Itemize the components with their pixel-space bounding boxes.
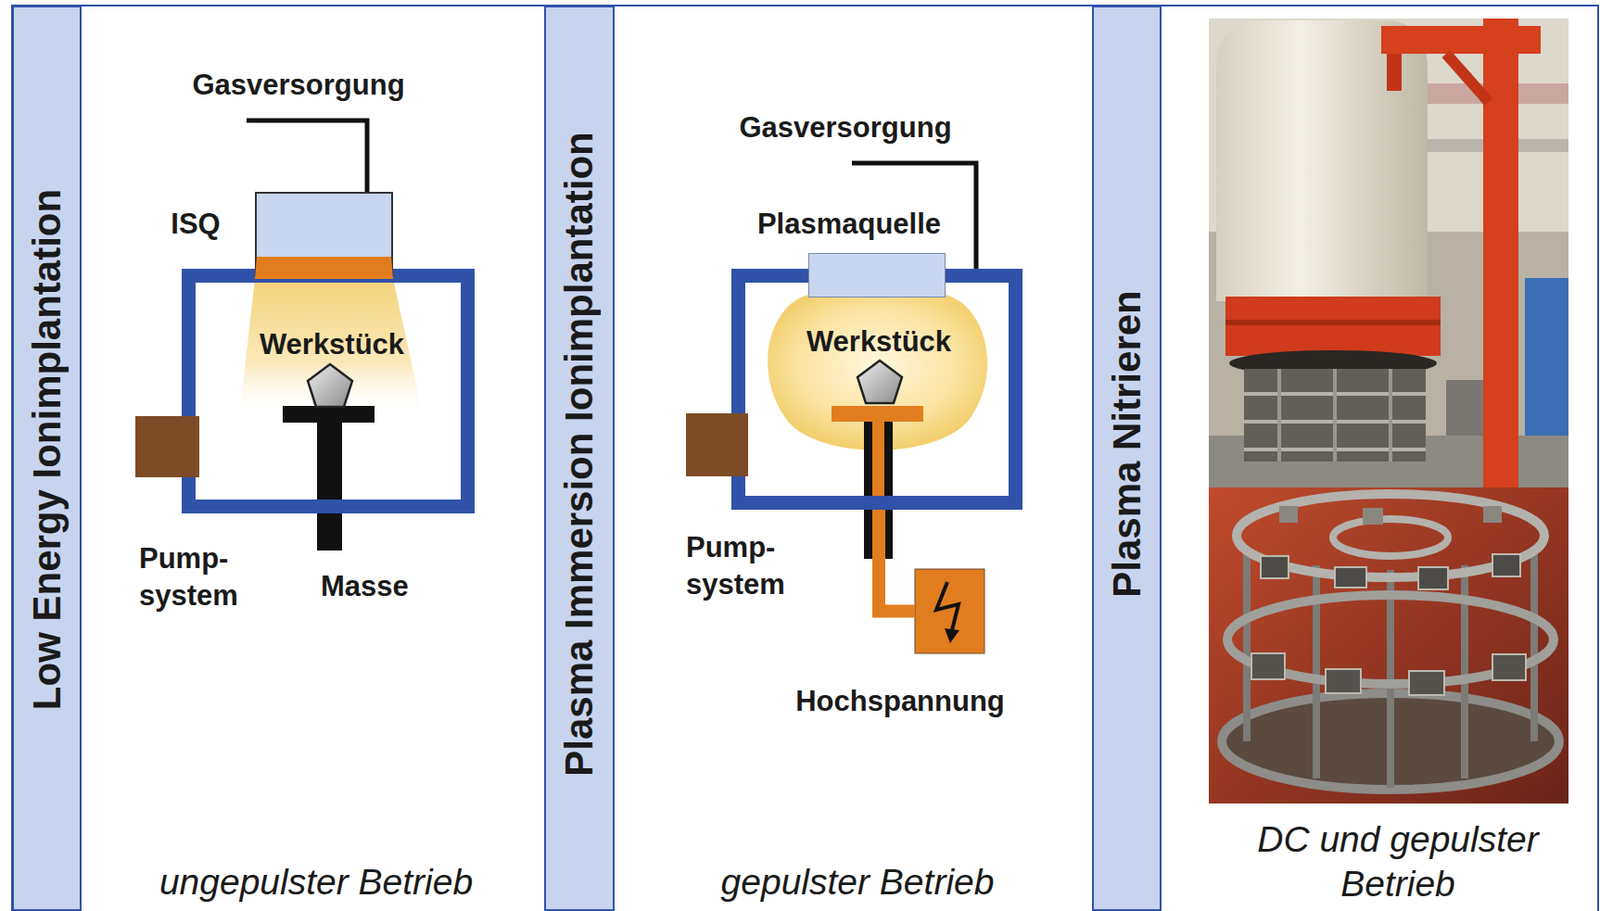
fixture-part [1334, 567, 1367, 588]
mode-caption: ungepulster Betrieb [159, 860, 473, 905]
workpiece [857, 360, 902, 404]
furnace-photo [1208, 18, 1569, 488]
furnace-bell [1216, 20, 1428, 302]
ion-beam [239, 279, 424, 419]
fixture-post [1386, 570, 1395, 788]
node-text: Low Energy Ionimplantation [25, 189, 68, 711]
workpiece-holder [282, 406, 375, 423]
fixture-part [1260, 556, 1289, 579]
ion-source-box: ISQ [254, 191, 394, 280]
photo-bg [1208, 18, 1569, 488]
node-text: ISQ [170, 205, 220, 243]
lift-hook [1386, 53, 1402, 91]
fixture-inner-ring [1333, 519, 1448, 557]
fixture-ring [1236, 494, 1545, 578]
lift-column [1483, 18, 1519, 488]
method-band: Low Energy Ionimplantation [12, 5, 82, 911]
node-text: Plasma Nitrieren [1104, 290, 1148, 598]
fixture-part [1418, 567, 1448, 590]
fixture-post [1243, 546, 1251, 742]
fixture-eye [1362, 507, 1384, 525]
method-band: Plasma Nitrieren [1092, 5, 1162, 911]
mode-caption: DC und gepulster Betrieb [1203, 817, 1593, 906]
vacuum-chamber: Werkstück [731, 268, 1023, 510]
ground-label: Masse [320, 568, 409, 606]
fixture-part [1251, 653, 1285, 680]
node-text: Werkstück [259, 326, 405, 364]
furnace-ring [1225, 296, 1441, 356]
node-text: Werkstück [806, 323, 952, 361]
plasma-source-box: Plasmaquelle [808, 253, 946, 298]
pump-box: Pump- system [135, 416, 200, 478]
rack-post [1388, 368, 1393, 462]
furnace-rack [1244, 368, 1426, 462]
holder-stem [317, 422, 343, 551]
lift-arm [1381, 25, 1541, 54]
hv-supply-box [914, 569, 985, 654]
node-text: Pump- system [685, 529, 826, 605]
fixture-eye [1483, 506, 1502, 523]
gas-label: Gasversorgung [191, 66, 405, 104]
fixture-ring [1227, 595, 1554, 685]
hv-supply: Hochspannung [914, 569, 985, 654]
node-text: Plasmaquelle [757, 205, 941, 243]
fixture-part [1409, 671, 1445, 696]
lift-brace [1446, 53, 1489, 102]
photo-machine [1524, 278, 1569, 436]
node-text: Plasma Immersion Ionimplantation [558, 131, 601, 776]
fixture-part [1325, 669, 1361, 694]
fixture-eye [1279, 506, 1298, 523]
gas-label: Gasversorgung [738, 109, 952, 147]
photo-bg [1208, 487, 1569, 804]
node-text: Pump- system [139, 540, 279, 616]
mode-caption: gepulster Betrieb [721, 860, 995, 905]
fixture-part [1492, 654, 1526, 681]
lightning-arrowhead [944, 628, 960, 644]
vacuum-chamber: Werkstück [181, 268, 475, 514]
fixture-post [1530, 546, 1538, 742]
fixture-part [1492, 554, 1521, 577]
furnace-ring-line [1225, 319, 1441, 326]
workpiece [307, 364, 353, 407]
fixture-photo [1208, 487, 1569, 804]
rack-post [1277, 368, 1282, 462]
gas-line [246, 120, 368, 192]
outer-frame [12, 5, 1599, 911]
pump-box: Pump- system [685, 413, 749, 477]
workpiece-holder [831, 406, 924, 422]
node-text: Hochspannung [795, 683, 1005, 721]
rack-post [1333, 368, 1337, 462]
hv-cable [878, 509, 915, 612]
lightning-symbol [936, 582, 959, 631]
method-band: Plasma Immersion Ionimplantation [544, 5, 615, 911]
